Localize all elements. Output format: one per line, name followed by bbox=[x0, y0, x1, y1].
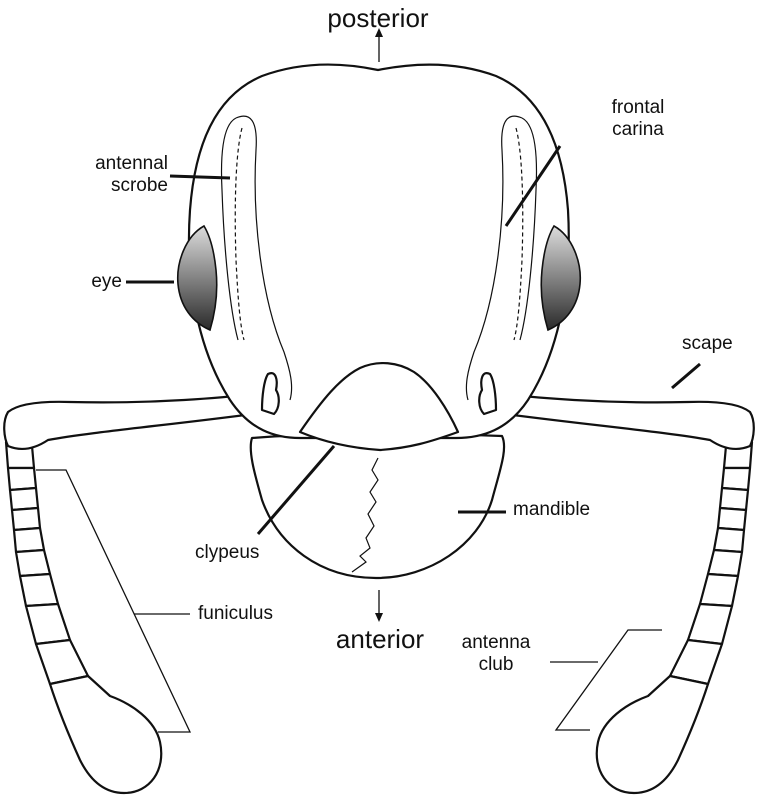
scape-leader bbox=[672, 364, 700, 388]
antennal-scrobe-label: antennal scrobe bbox=[58, 153, 168, 197]
left-funiculus-segment bbox=[20, 574, 58, 606]
anterior-label: anterior bbox=[318, 624, 442, 654]
right-antenna bbox=[597, 442, 752, 793]
right-funiculus-segment bbox=[718, 508, 746, 530]
mandible-label: mandible bbox=[513, 499, 590, 521]
antenna-club-label: antenna club bbox=[446, 632, 546, 676]
right-funiculus-segment bbox=[722, 468, 750, 490]
right-funiculus-segment bbox=[700, 574, 738, 606]
left-funiculus-segment bbox=[16, 550, 50, 576]
eye-label: eye bbox=[70, 271, 122, 293]
right-eye bbox=[541, 226, 580, 330]
right-antennal-socket bbox=[479, 373, 496, 414]
right-funiculus-segment bbox=[688, 604, 732, 644]
left-funiculus-segment bbox=[8, 468, 36, 490]
left-funiculus-segment bbox=[14, 528, 44, 552]
scape-label: scape bbox=[682, 333, 733, 355]
posterior-arrow bbox=[375, 28, 383, 62]
posterior-label: posterior bbox=[316, 3, 440, 33]
left-scape bbox=[4, 392, 268, 449]
left-funiculus-segment bbox=[26, 604, 70, 644]
funiculus-label: funiculus bbox=[198, 603, 273, 625]
left-funiculus-segment bbox=[10, 488, 38, 510]
antennal-scrobe-leader bbox=[170, 176, 230, 178]
left-club-segment bbox=[50, 676, 161, 793]
right-funiculus-segment bbox=[720, 488, 748, 510]
frontal-carina-label: frontal carina bbox=[590, 97, 686, 141]
left-eye bbox=[178, 226, 217, 330]
right-club-segment bbox=[597, 676, 708, 793]
left-funiculus-segment bbox=[12, 508, 40, 530]
right-funiculus-segment bbox=[714, 528, 744, 552]
right-funiculus-segment bbox=[708, 550, 742, 576]
anterior-arrow bbox=[375, 590, 383, 622]
mandibles bbox=[251, 434, 504, 578]
right-scape bbox=[490, 392, 754, 449]
clypeus-label: clypeus bbox=[195, 542, 259, 564]
left-antenna bbox=[6, 442, 161, 793]
left-antennal-socket bbox=[262, 373, 279, 414]
